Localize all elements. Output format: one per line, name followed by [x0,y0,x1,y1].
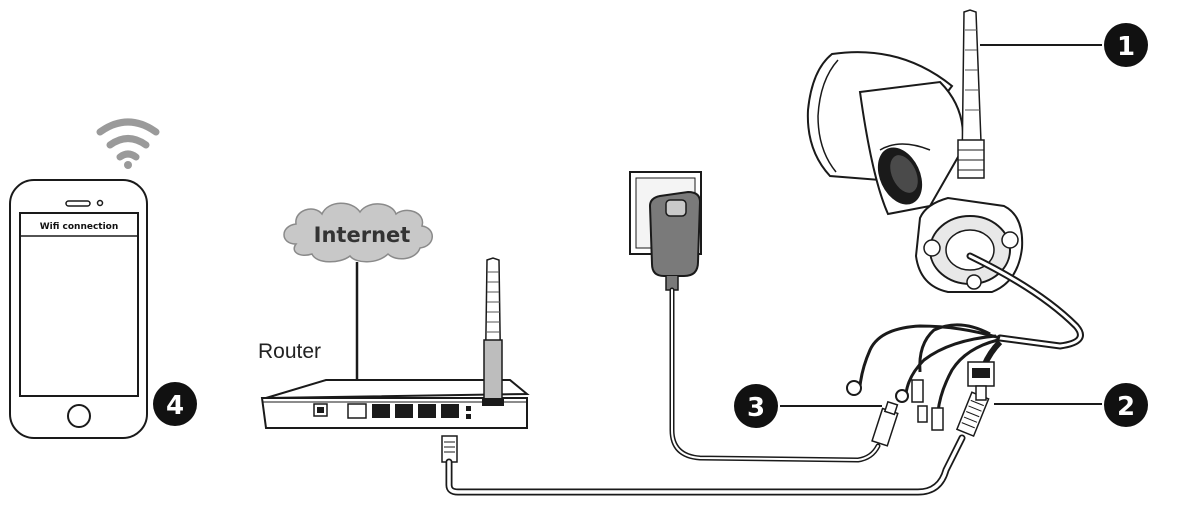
callout-badge-3: 3 [734,384,778,428]
ethernet-cable-icon [441,391,990,496]
cloud-label: Internet [314,223,411,247]
callout-badge-1: 1 [1104,23,1148,67]
cloud-icon [283,202,433,263]
callout-number-3: 3 [747,393,765,423]
callout-number-2: 2 [1117,392,1135,422]
callout-badge-4: 4 [153,382,197,426]
router-icon [260,257,530,429]
callout-number-4: 4 [166,391,184,421]
camera-icon [806,9,1084,431]
wifi-icon [96,118,160,169]
callout-number-1: 1 [1117,32,1135,62]
smartphone-icon [9,179,148,439]
router-label: Router [258,340,321,363]
callout-badge-2: 2 [1104,383,1148,427]
power-adapter-icon [629,171,899,463]
phone-screen-title: Wifi connection [40,222,119,232]
